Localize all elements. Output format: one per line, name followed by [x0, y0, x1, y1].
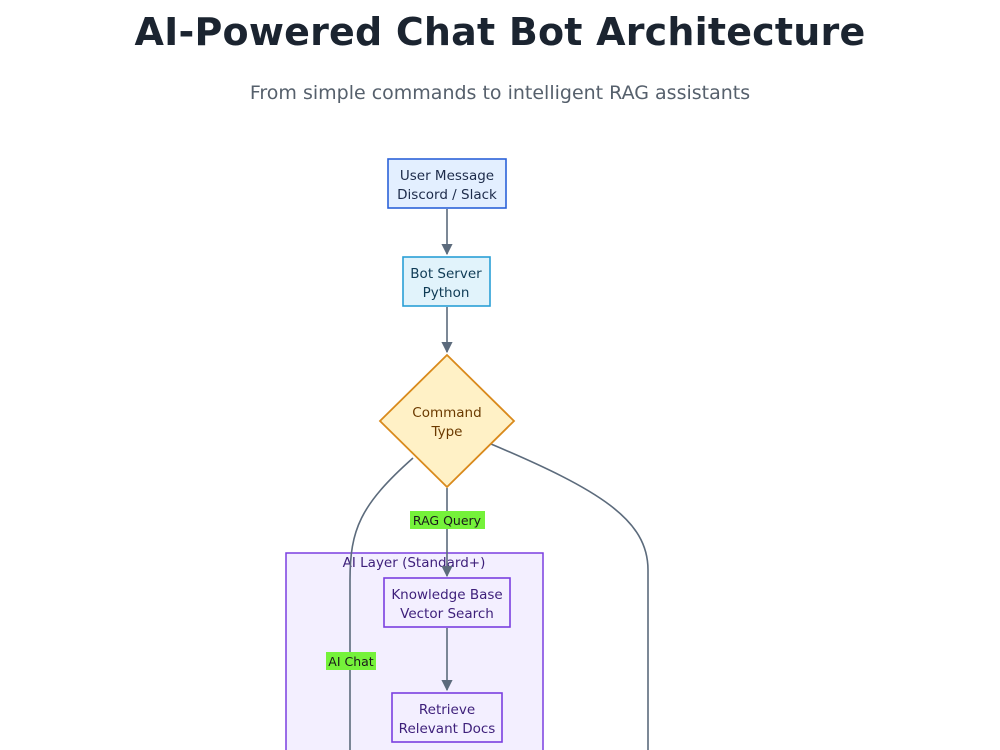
- edge-label-rag-query-text: RAG Query: [413, 513, 482, 528]
- edge-decision-ai-chat: [349, 457, 414, 750]
- node-user-message-line2: Discord / Slack: [397, 187, 497, 203]
- node-knowledge-base-line1: Knowledge Base: [391, 587, 502, 603]
- edge-label-rag-query: RAG Query: [410, 511, 485, 529]
- node-user-message: User Message Discord / Slack: [387, 158, 507, 209]
- node-command-type-line2: Type: [430, 424, 462, 440]
- edge-decision-right-branch: [490, 443, 649, 750]
- page-subtitle: From simple commands to intelligent RAG …: [249, 82, 751, 104]
- node-bot-server: Bot Server Python: [402, 256, 491, 307]
- edge-label-ai-chat: AI Chat: [326, 652, 376, 670]
- node-knowledge-base-line2: Vector Search: [400, 606, 494, 622]
- node-retrieve-docs: Retrieve Relevant Docs: [391, 692, 503, 743]
- node-knowledge-base: Knowledge Base Vector Search: [383, 577, 511, 628]
- node-retrieve-docs-line1: Retrieve: [419, 702, 475, 718]
- node-command-type-decision: Command Type: [378, 353, 516, 489]
- ai-layer-cluster-title: AI Layer (Standard+): [343, 555, 486, 571]
- edges: [349, 209, 649, 750]
- node-retrieve-docs-line2: Relevant Docs: [399, 721, 496, 737]
- page-title: AI-Powered Chat Bot Architecture: [134, 10, 866, 54]
- edge-label-ai-chat-text: AI Chat: [328, 654, 374, 669]
- node-bot-server-line2: Python: [423, 285, 470, 301]
- node-command-type-line1: Command: [412, 405, 481, 421]
- node-bot-server-line1: Bot Server: [410, 266, 482, 282]
- node-user-message-line1: User Message: [400, 168, 494, 184]
